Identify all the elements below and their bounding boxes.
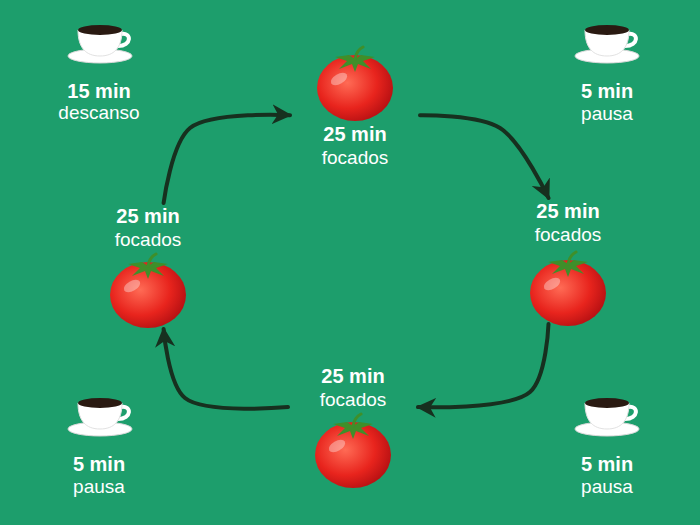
activity-text: pausa bbox=[19, 475, 179, 498]
coffee-cup-icon bbox=[68, 398, 132, 436]
activity-text: pausa bbox=[527, 475, 687, 498]
duration-text: 15 min bbox=[19, 80, 179, 103]
tomato-icon bbox=[110, 254, 186, 328]
coffee-cup-icon bbox=[68, 25, 132, 63]
cycle-arrow bbox=[418, 324, 549, 407]
tomato-icon bbox=[315, 414, 391, 488]
duration-text: 5 min bbox=[19, 453, 179, 476]
coffee-cup-icon bbox=[575, 25, 639, 63]
cycle-arrow bbox=[420, 115, 549, 198]
duration-text: 25 min bbox=[294, 123, 416, 146]
activity-text: focados bbox=[507, 223, 629, 246]
activity-text: descanso bbox=[19, 101, 179, 124]
coffee-cup-icon bbox=[575, 398, 639, 436]
activity-text: focados bbox=[292, 388, 414, 411]
duration-text: 5 min bbox=[527, 453, 687, 476]
cycle-arrow bbox=[164, 115, 290, 203]
pomodoro-node: 25 minfocados bbox=[288, 363, 418, 489]
activity-text: focados bbox=[87, 228, 209, 251]
duration-text: 5 min bbox=[527, 80, 687, 103]
activity-text: focados bbox=[294, 146, 416, 169]
duration-text: 25 min bbox=[87, 205, 209, 228]
tomato-icon bbox=[317, 47, 393, 121]
pomodoro-node: 25 minfocados bbox=[290, 47, 420, 171]
cycle-arrow bbox=[164, 329, 288, 409]
activity-text: pausa bbox=[527, 102, 687, 125]
pomodoro-node: 25 minfocados bbox=[503, 198, 633, 324]
pomodoro-node: 25 minfocados bbox=[83, 203, 213, 329]
tomato-icon bbox=[530, 252, 606, 326]
duration-text: 25 min bbox=[292, 365, 414, 388]
duration-text: 25 min bbox=[507, 200, 629, 223]
